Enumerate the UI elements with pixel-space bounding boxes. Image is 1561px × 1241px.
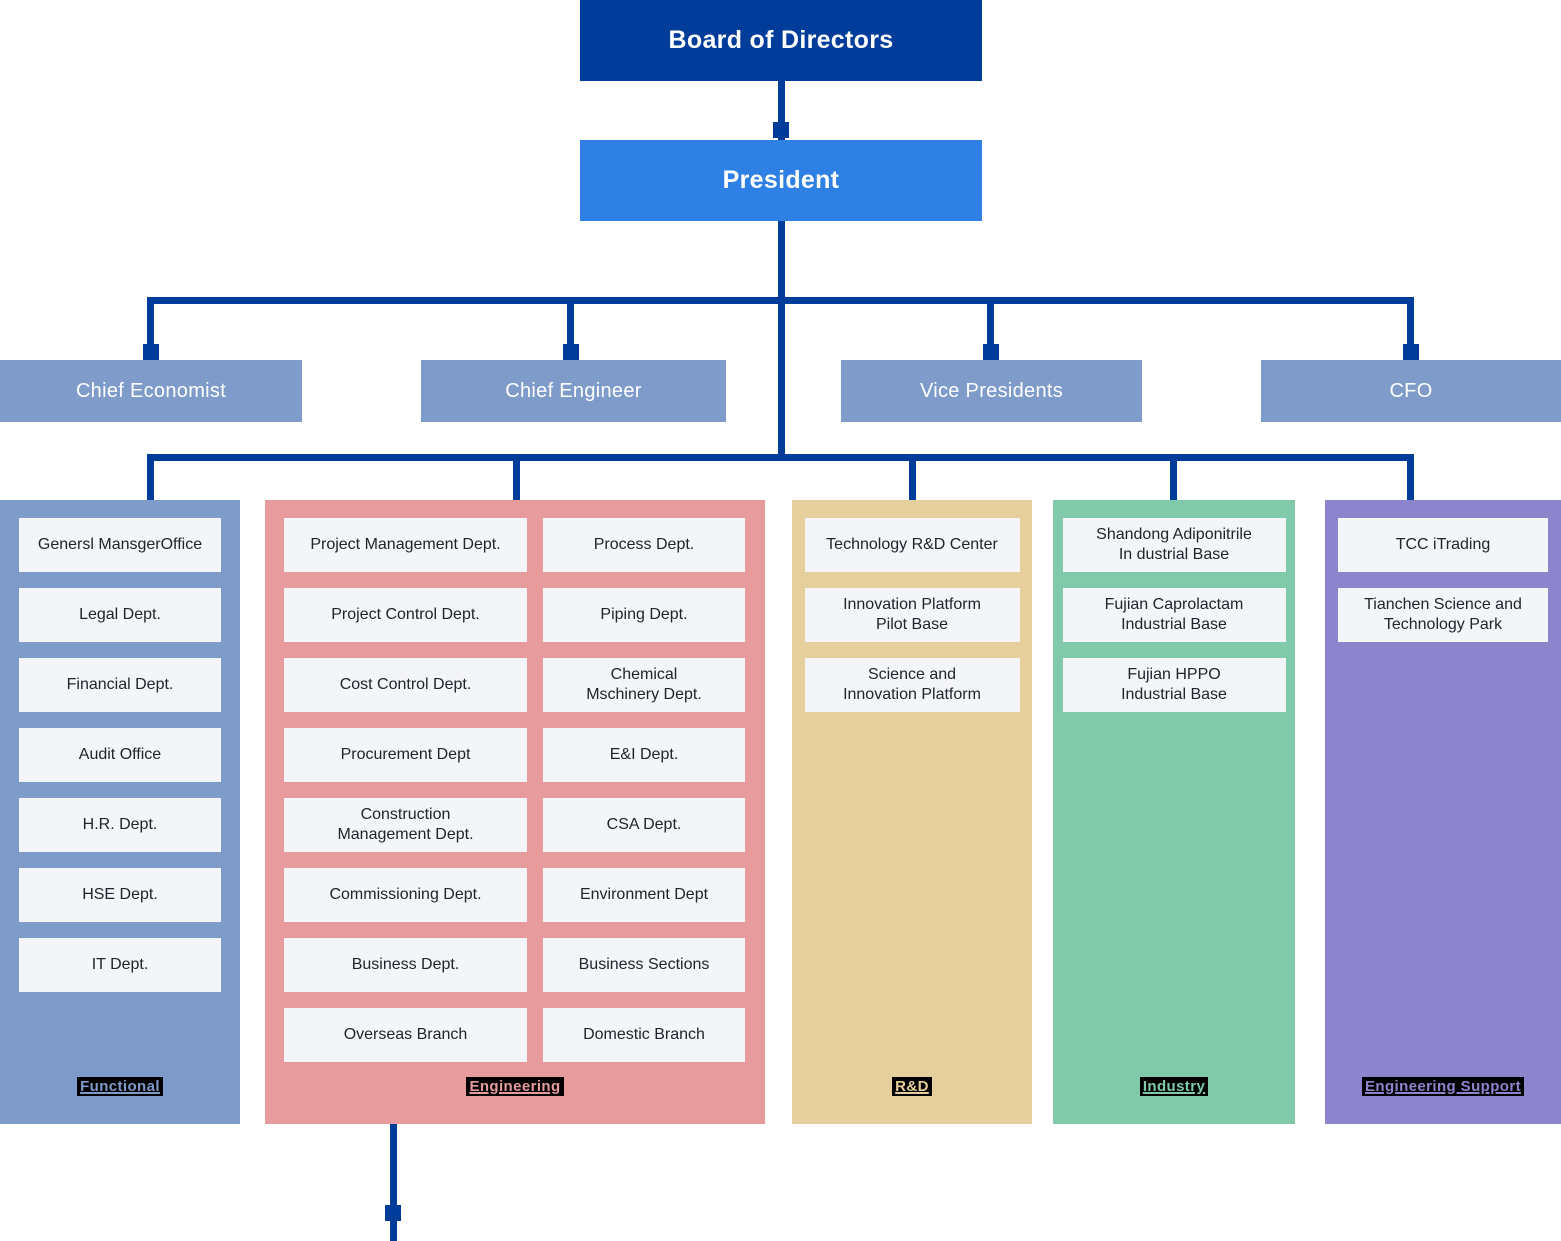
connector-drop-rd [909, 454, 916, 500]
org-node: Business Dept. [284, 938, 527, 992]
org-node: Commissioning Dept. [284, 868, 527, 922]
node-vice-presidents: Vice Presidents [841, 360, 1142, 422]
group-label-engineering-support: Engineering Support [1325, 1077, 1561, 1096]
org-node: Domestic Branch [543, 1008, 745, 1062]
node-board-of-directors: Board of Directors [580, 0, 982, 81]
connector-node [983, 344, 999, 360]
connector-drop-vice-presidents [987, 297, 994, 360]
connector-drop-functional [147, 454, 154, 500]
connector-node [563, 344, 579, 360]
connector-executive-rail [147, 297, 1414, 304]
org-node: Construction Management Dept. [284, 798, 527, 852]
node-president: President [580, 140, 982, 221]
group-label-industry: Industry [1053, 1077, 1295, 1096]
org-node: TCC iTrading [1338, 518, 1548, 572]
org-node: Piping Dept. [543, 588, 745, 642]
connector-drop-cfo [1407, 297, 1414, 360]
org-node: E&I Dept. [543, 728, 745, 782]
org-node: Science and Innovation Platform [804, 658, 1020, 712]
connector-node [1403, 344, 1419, 360]
org-node: Technology R&D Center [804, 518, 1020, 572]
node-chief-economist: Chief Economist [0, 360, 302, 422]
connector-drop-chief-engineer [567, 297, 574, 360]
node-label: Chief Engineer [505, 379, 642, 402]
group-label-engineering: Engineering [265, 1077, 765, 1096]
connector-president-down [778, 221, 785, 461]
node-label: Vice Presidents [919, 379, 1064, 402]
org-node: Innovation Platform Pilot Base [804, 588, 1020, 642]
connector-drop-industry [1170, 454, 1177, 500]
group-functional: Genersl MansgerOffice Legal Dept. Financ… [0, 500, 240, 1124]
node-label: Board of Directors [668, 26, 894, 54]
connector-drop-chief-economist [147, 297, 154, 360]
org-node: CSA Dept. [543, 798, 745, 852]
org-node: Fujian Caprolactam Industrial Base [1062, 588, 1286, 642]
org-node: IT Dept. [19, 938, 221, 992]
org-node: Project Control Dept. [284, 588, 527, 642]
connector-drop-engineering [513, 454, 520, 500]
group-engineering-support: TCC iTrading Tianchen Science and Techno… [1325, 500, 1561, 1124]
engineering-left-subcolumn: Project Management Dept. Project Control… [284, 500, 527, 1078]
group-rd: Technology R&D Center Innovation Platfor… [792, 500, 1032, 1124]
org-node: Fujian HPPO Industrial Base [1062, 658, 1286, 712]
org-node: Cost Control Dept. [284, 658, 527, 712]
connector-drop-support [1407, 454, 1414, 500]
org-node: Process Dept. [543, 518, 745, 572]
connector-overseas-branch-solid [390, 1124, 397, 1241]
node-label: CFO [1389, 379, 1433, 402]
org-node: Chemical Mschinery Dept. [543, 658, 745, 712]
connector-node [385, 1205, 401, 1221]
org-node: Shandong Adiponitrile In dustrial Base [1062, 518, 1286, 572]
org-node: Tianchen Science and Technology Park [1338, 588, 1548, 642]
org-node: HSE Dept. [19, 868, 221, 922]
node-chief-engineer: Chief Engineer [421, 360, 726, 422]
connector-node [143, 344, 159, 360]
org-node: Audit Office [19, 728, 221, 782]
node-cfo: CFO [1261, 360, 1561, 422]
org-node: Project Management Dept. [284, 518, 527, 572]
org-node: Environment Dept [543, 868, 745, 922]
org-node: H.R. Dept. [19, 798, 221, 852]
org-node: Genersl MansgerOffice [19, 518, 221, 572]
group-label-functional: Functional [0, 1077, 240, 1096]
group-engineering: Project Management Dept. Project Control… [265, 500, 765, 1124]
org-node: Business Sections [543, 938, 745, 992]
node-label: Chief Economist [75, 379, 227, 402]
group-industry: Shandong Adiponitrile In dustrial Base F… [1053, 500, 1295, 1124]
node-label: President [722, 166, 840, 194]
org-node: Legal Dept. [19, 588, 221, 642]
org-node: Financial Dept. [19, 658, 221, 712]
org-node: Overseas Branch [284, 1008, 527, 1062]
connector-group-rail [147, 454, 1414, 461]
connector-node [773, 122, 789, 138]
engineering-right-subcolumn: Process Dept. Piping Dept. Chemical Msch… [543, 500, 745, 1078]
group-label-rd: R&D [792, 1077, 1032, 1096]
connector-board-president [778, 81, 785, 140]
org-node: Procurement Dept [284, 728, 527, 782]
